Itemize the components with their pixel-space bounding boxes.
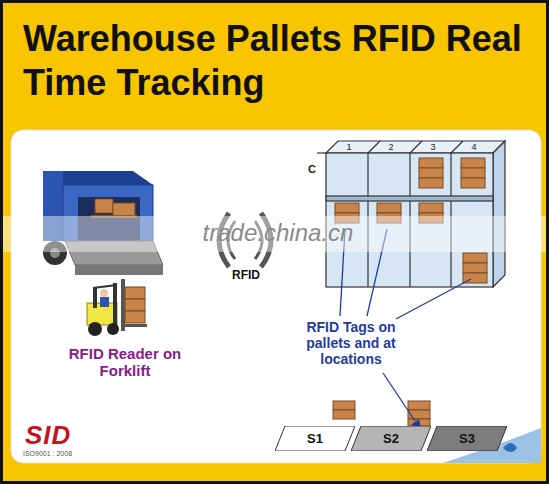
storage-rack <box>317 141 505 287</box>
floor-slot: S1 <box>275 426 355 451</box>
watermark: trade.china.cn <box>153 219 403 247</box>
forklift-caption: RFID Reader on Forklift <box>65 345 185 380</box>
rfid-logo-text: RFID <box>221 269 271 283</box>
column-number: 1 <box>343 142 355 152</box>
logo-mark <box>503 443 517 452</box>
row-label: C <box>305 163 319 176</box>
column-number: 2 <box>385 142 397 152</box>
forklift <box>87 279 147 336</box>
pallet-boxes <box>333 158 487 426</box>
slot-label: S1 <box>307 431 323 446</box>
floor-slot: S3 <box>427 426 507 451</box>
panel <box>11 130 541 463</box>
slot-label: S2 <box>383 431 399 446</box>
column-number: 3 <box>427 142 439 152</box>
company-logo: SID <box>25 421 105 451</box>
tags-caption: RFID Tags on pallets and at locations <box>293 319 409 367</box>
column-number: 4 <box>468 142 480 152</box>
floor-slot: S2 <box>351 426 431 451</box>
certification: ISO9001 : 2008 <box>23 450 113 458</box>
slot-label: S3 <box>459 431 475 446</box>
watermark-band <box>3 216 549 252</box>
title: Warehouse Pallets RFID Real Time Trackin… <box>23 17 528 105</box>
